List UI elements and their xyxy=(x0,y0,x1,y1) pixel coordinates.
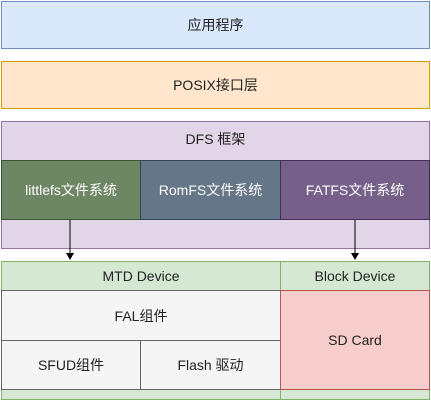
fatfs-filesystem: FATFS文件系统 xyxy=(280,160,430,220)
romfs-filesystem: RomFS文件系统 xyxy=(140,160,281,220)
littlefs-filesystem: littlefs文件系统 xyxy=(1,160,141,220)
sfud-component: SFUD组件 xyxy=(1,340,141,390)
sd-card-label: SD Card xyxy=(328,332,382,348)
application-layer-label: 应用程序 xyxy=(187,17,244,33)
fal-component: FAL组件 xyxy=(1,290,281,341)
fatfs-filesystem-label: FATFS文件系统 xyxy=(305,182,405,198)
sfud-component-label: SFUD组件 xyxy=(37,357,105,373)
flash-driver: Flash 驱动 xyxy=(140,340,281,390)
mtd-device-label: MTD Device xyxy=(102,268,180,284)
block-device-label: Block Device xyxy=(314,268,396,284)
application-layer: 应用程序 xyxy=(1,1,430,49)
dfs-framework-label: DFS 框架 xyxy=(185,131,246,147)
littlefs-filesystem-label: littlefs文件系统 xyxy=(25,182,117,198)
posix-interface-layer: POSIX接口层 xyxy=(1,61,430,109)
posix-interface-layer-label: POSIX接口层 xyxy=(173,77,258,93)
sd-card: SD Card xyxy=(280,290,430,390)
fal-component-label: FAL组件 xyxy=(114,307,168,324)
flash-driver-label: Flash 驱动 xyxy=(177,357,244,373)
romfs-filesystem-label: RomFS文件系统 xyxy=(158,182,263,198)
